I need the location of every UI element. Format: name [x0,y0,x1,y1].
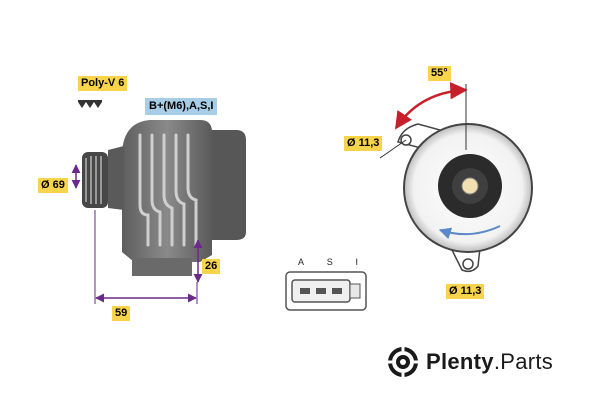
brand-name: Plenty.Parts [426,349,553,375]
length-label: 59 [112,306,131,321]
angle-arc [394,81,468,130]
rear-housing [203,130,246,240]
length-dimension [94,210,198,304]
flange-depth-label: 26 [202,259,221,274]
brand-name-rest: .Parts [493,349,554,374]
cooling-slots [138,133,198,247]
lower-hole-label: Ø 11,3 [446,284,485,299]
rotation-arrow [438,225,501,240]
brand-logo[interactable]: Plenty.Parts [386,344,553,380]
pulley [82,152,108,208]
angle-label: 55° [428,66,451,81]
pin-s-letter: S [326,257,333,267]
terminal-label: B+(M6),A,S,I [145,98,218,115]
pin-a [300,288,310,294]
side-view [82,120,246,276]
upper-hole-label: Ø 11,3 [344,136,383,151]
mounting-foot [132,258,192,276]
pulley-diameter-label: Ø 69 [38,178,68,193]
front-nose [108,146,124,210]
pin-i-letter: I [355,257,358,267]
shaft-nut [461,177,479,195]
brand-name-bold: Plenty [426,349,494,374]
connector-plug [285,271,367,311]
front-view [379,81,533,273]
brand-gear-icon [387,346,419,378]
belt-label: Poly-V 6 [78,76,128,91]
pin-a-letter: A [298,257,305,267]
connector-pin-letters: A S I [298,257,358,267]
pin-i [332,288,342,294]
pin-s [316,288,326,294]
belt-rib-icon [78,100,102,108]
